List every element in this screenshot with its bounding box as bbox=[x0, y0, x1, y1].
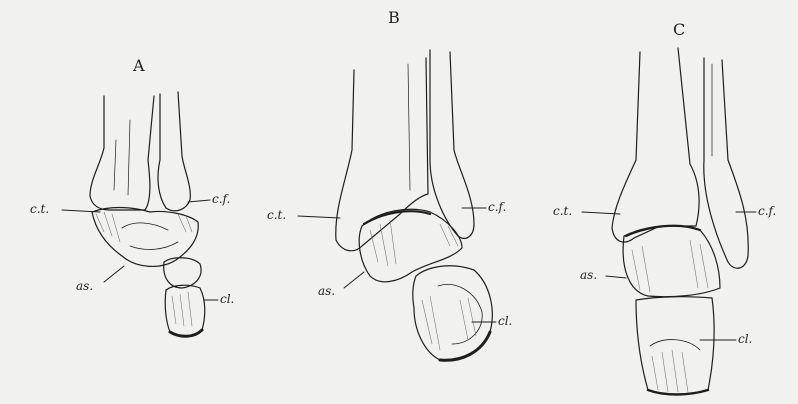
panel-a-letter: A bbox=[133, 56, 145, 75]
panel-a-navicular bbox=[164, 258, 201, 288]
leader-b-ct bbox=[298, 216, 340, 218]
panel-b-tibia bbox=[336, 58, 428, 251]
panel-c-talus-joint bbox=[626, 226, 700, 236]
panel-b-letter: B bbox=[388, 8, 400, 27]
panel-c-label-ct: c.t. bbox=[553, 204, 572, 218]
panel-c-tibia bbox=[612, 48, 699, 242]
panel-b-label-ct: c.t. bbox=[267, 208, 286, 222]
panel-a-fibula bbox=[158, 92, 190, 211]
panel-b-fibula bbox=[430, 50, 474, 238]
panel-b-label-cf: c.f. bbox=[488, 200, 506, 214]
panel-a-shading bbox=[96, 212, 192, 326]
panel-a-label-as: as. bbox=[76, 279, 93, 293]
panel-c-calcaneus bbox=[636, 297, 714, 395]
panel-a-calcaneus bbox=[165, 285, 205, 336]
leader-a-cf bbox=[188, 200, 210, 202]
panel-a-drawing bbox=[90, 92, 205, 336]
panel-a-label-cl: cl. bbox=[220, 292, 234, 306]
panel-c-calcaneus-inner bbox=[650, 340, 700, 350]
panel-c-letter: C bbox=[673, 20, 685, 39]
panel-b-drawing bbox=[336, 50, 493, 360]
panel-c-drawing bbox=[612, 48, 748, 395]
panel-b-label-as: as. bbox=[318, 284, 335, 298]
panel-a-label-cf: c.f. bbox=[212, 192, 230, 206]
panel-b-fibula-inner bbox=[408, 64, 410, 190]
leader-c-as bbox=[606, 276, 626, 278]
panel-c-label-as: as. bbox=[580, 268, 597, 282]
panel-c-fibula bbox=[704, 58, 748, 268]
leader-b-as bbox=[344, 272, 364, 288]
panel-a-tibia-inner bbox=[114, 120, 130, 195]
panel-b-calcaneus-heel bbox=[440, 332, 490, 360]
panel-c-label-cl: cl. bbox=[738, 332, 752, 346]
leader-a-as bbox=[104, 266, 124, 282]
panel-b-label-cl: cl. bbox=[498, 314, 512, 328]
panel-a-talus-inner bbox=[122, 223, 178, 250]
panel-a-label-ct: c.t. bbox=[30, 202, 49, 216]
panel-a-tibia bbox=[90, 96, 154, 210]
panel-c-label-cf: c.f. bbox=[758, 204, 776, 218]
panel-a-calcaneus-heel bbox=[170, 330, 202, 336]
